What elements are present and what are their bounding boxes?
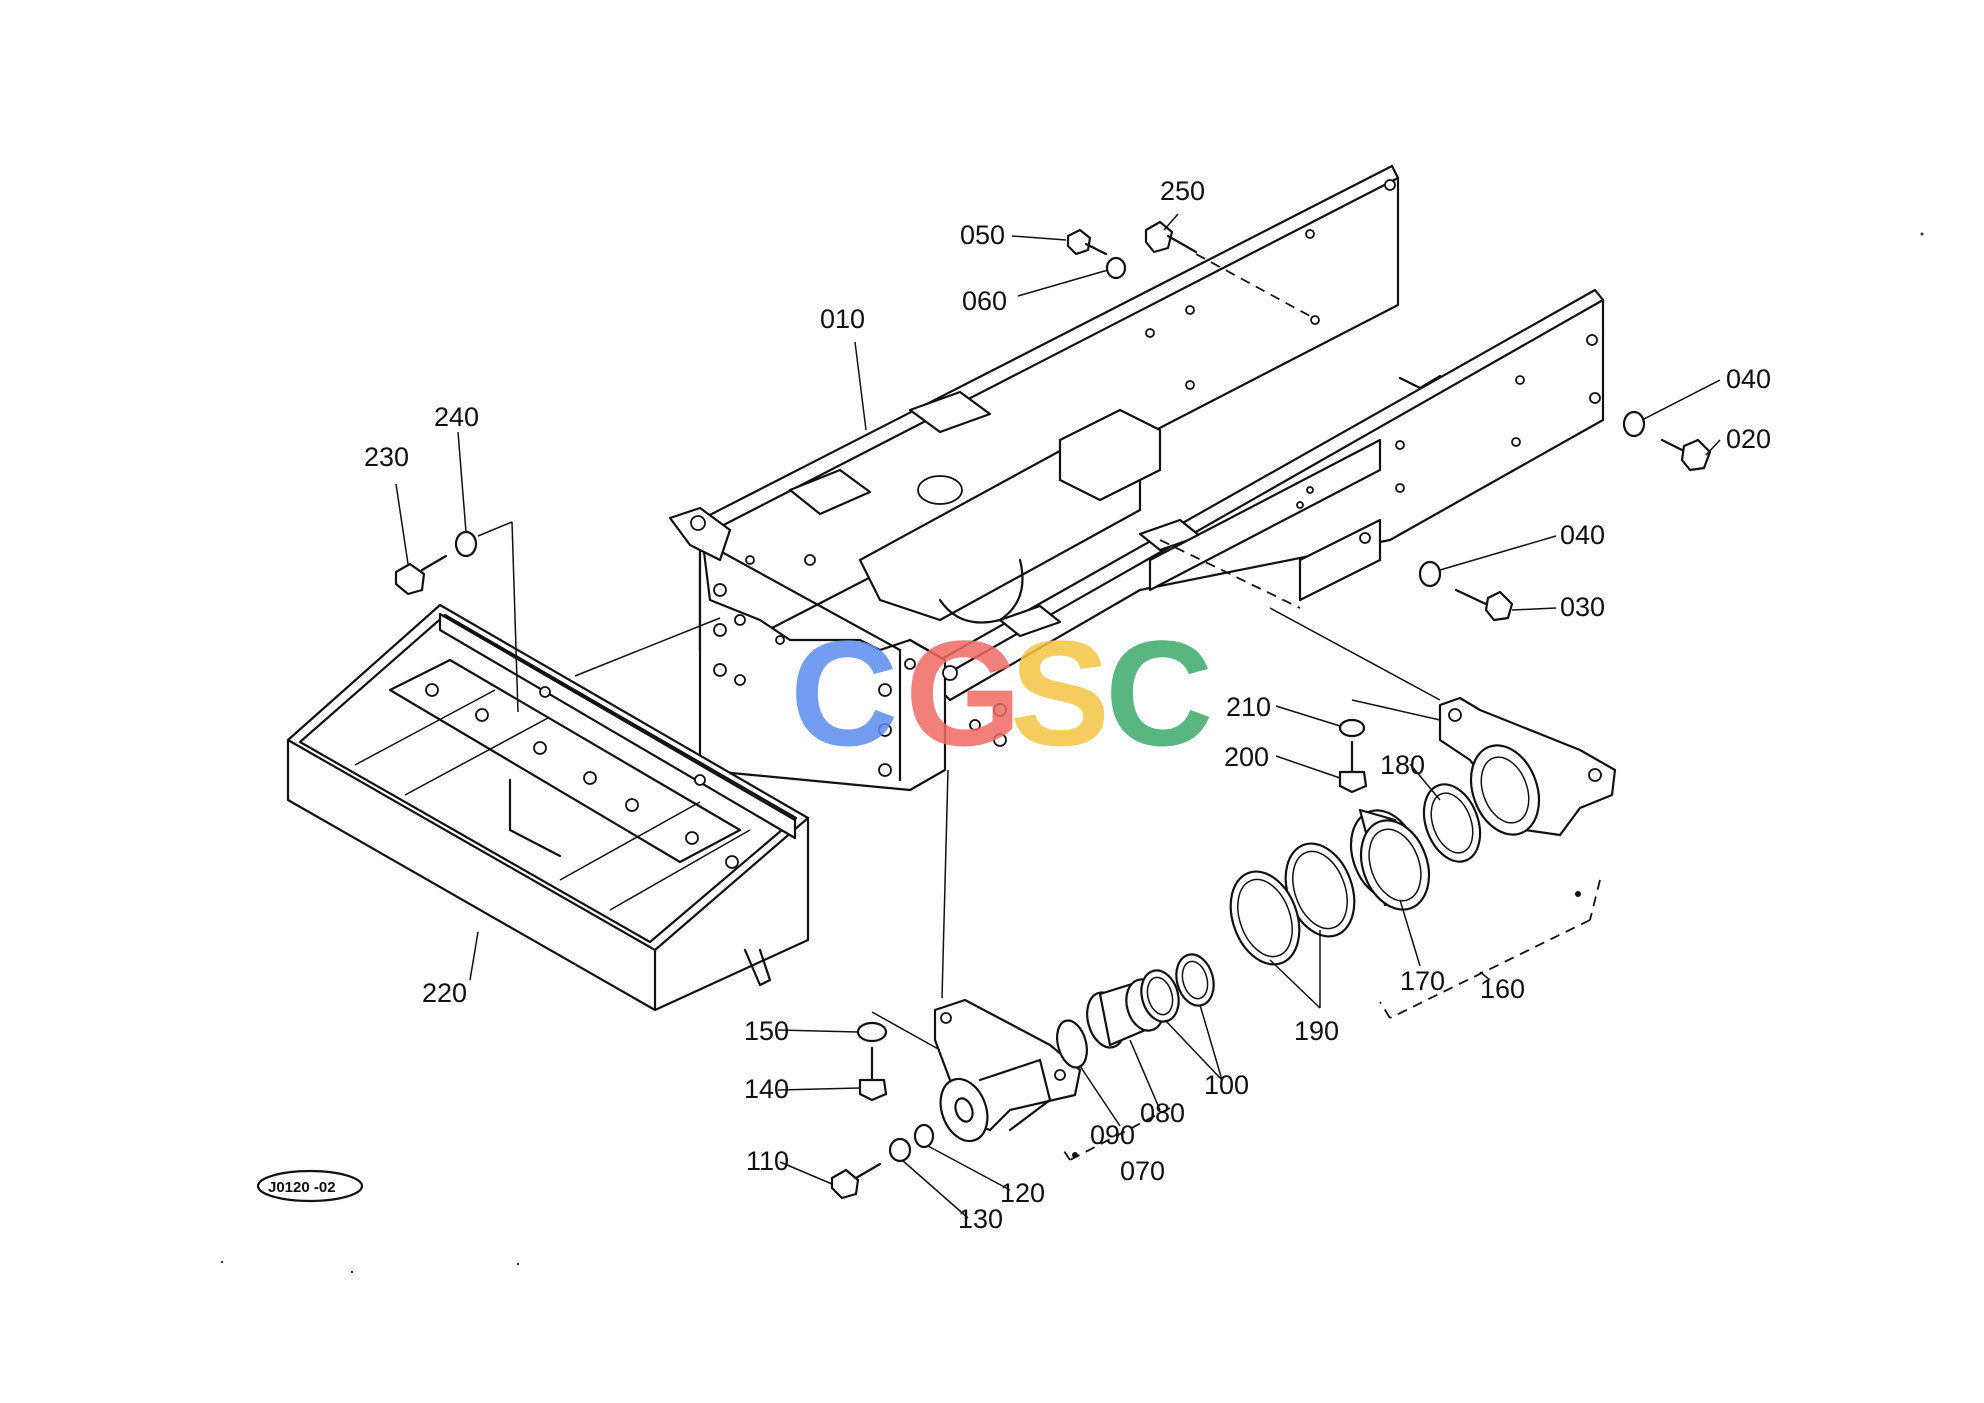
washer-120 xyxy=(913,1123,935,1149)
label-020: 020 xyxy=(1726,424,1771,454)
main-frame-010 xyxy=(668,164,1605,792)
bushing-170 xyxy=(1349,808,1431,911)
bolt-140 xyxy=(858,1046,888,1102)
label-110: 110 xyxy=(746,1146,789,1176)
washer-040-lower xyxy=(1418,560,1442,588)
label-170: 170 xyxy=(1400,966,1445,996)
nut-130 xyxy=(888,1137,912,1163)
label-180: 180 xyxy=(1380,750,1425,780)
label-140: 140 xyxy=(744,1074,789,1104)
label-190: 190 xyxy=(1294,1016,1339,1046)
diagram-id-tag: J0120 -02 xyxy=(256,1169,364,1203)
watermark-letter-3: S xyxy=(1010,609,1110,777)
label-010: 010 xyxy=(820,304,865,334)
assembly-lines xyxy=(477,253,1601,1161)
label-070: 070 xyxy=(1120,1156,1165,1186)
washer-150 xyxy=(856,1021,888,1043)
counterweight-tray-220 xyxy=(286,603,810,1012)
label-080: 080 xyxy=(1140,1098,1185,1128)
watermark-letter-2: G xyxy=(905,609,1022,777)
bolt-020 xyxy=(1660,438,1712,472)
bolt-250 xyxy=(1144,220,1198,254)
ring-180 xyxy=(1422,783,1482,863)
label-210: 210 xyxy=(1226,692,1271,722)
label-220: 220 xyxy=(422,978,467,1008)
seal-090 xyxy=(1056,1019,1088,1069)
nut-060 xyxy=(1105,256,1127,280)
label-120: 120 xyxy=(1000,1178,1045,1208)
rear-axle-bracket-160 xyxy=(1438,696,1617,837)
washer-240 xyxy=(454,530,478,558)
bolt-230 xyxy=(394,554,448,596)
label-030: 030 xyxy=(1560,592,1605,622)
watermark-letter-4: C xyxy=(1105,609,1213,777)
label-090: 090 xyxy=(1090,1120,1135,1150)
bolt-050 xyxy=(1066,228,1108,256)
label-040-lower: 040 xyxy=(1560,520,1605,550)
leader-lines xyxy=(395,213,1721,1219)
label-040-upper: 040 xyxy=(1726,364,1771,394)
rings-100 xyxy=(1140,953,1215,1023)
label-100: 100 xyxy=(1204,1070,1249,1100)
washer-040-upper xyxy=(1622,410,1646,438)
scan-specks xyxy=(220,232,1924,1274)
label-240: 240 xyxy=(434,402,479,432)
rings-190 xyxy=(1229,842,1356,966)
label-230: 230 xyxy=(364,442,409,472)
front-axle-bracket-070 xyxy=(933,998,1082,1143)
label-250: 250 xyxy=(1160,176,1205,206)
cgsc-watermark: C G S C xyxy=(790,609,1213,777)
washer-210 xyxy=(1338,718,1366,738)
label-150: 150 xyxy=(744,1016,789,1046)
bolt-110 xyxy=(830,1162,882,1200)
label-130: 130 xyxy=(958,1204,1003,1234)
bolt-030 xyxy=(1454,588,1514,622)
bolt-200 xyxy=(1338,740,1368,794)
label-060: 060 xyxy=(962,286,1007,316)
label-160: 160 xyxy=(1480,974,1525,1004)
label-200: 200 xyxy=(1224,742,1269,772)
watermark-letter-1: C xyxy=(790,609,898,777)
diagram-id: J0120 -02 xyxy=(268,1179,336,1196)
label-050: 050 xyxy=(960,220,1005,250)
part-labels: 010 250 050 060 040 020 040 030 230 240 … xyxy=(364,176,1771,1234)
